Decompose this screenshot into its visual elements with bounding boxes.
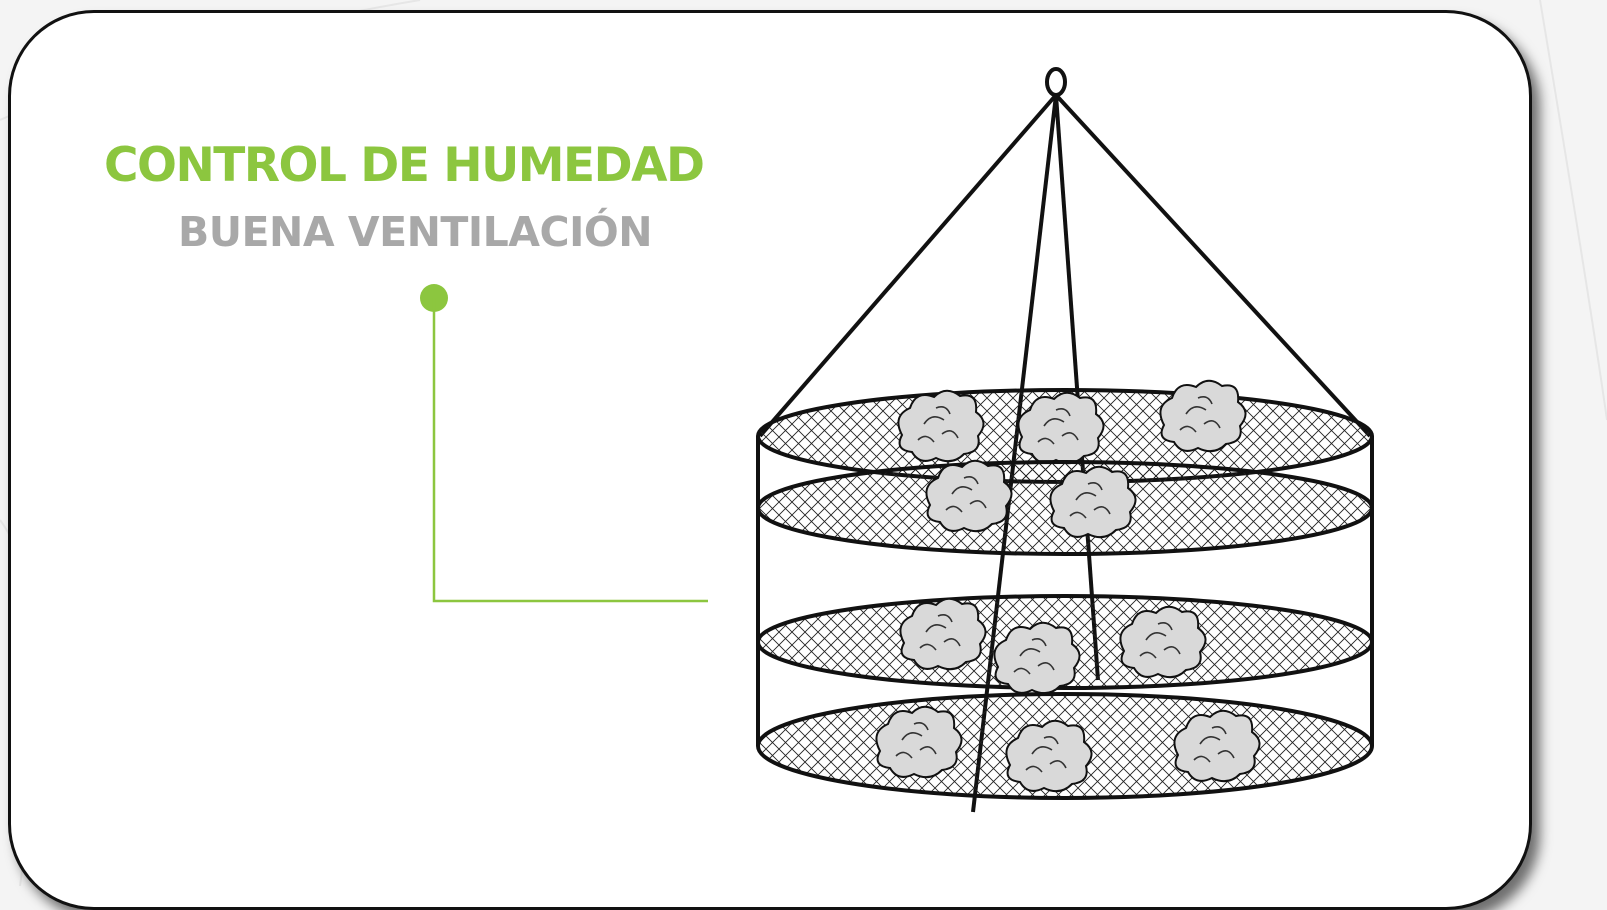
buds-tier-1	[897, 379, 1247, 465]
card-title: CONTROL DE HUMEDAD	[104, 138, 705, 193]
callout-line	[432, 298, 708, 603]
drying-rack-icon	[756, 67, 1374, 813]
rack-frame	[756, 436, 1374, 746]
card-subtitle: BUENA VENTILACIÓN	[178, 208, 653, 256]
callout-connector	[420, 284, 708, 603]
hook-loop	[1045, 67, 1067, 97]
